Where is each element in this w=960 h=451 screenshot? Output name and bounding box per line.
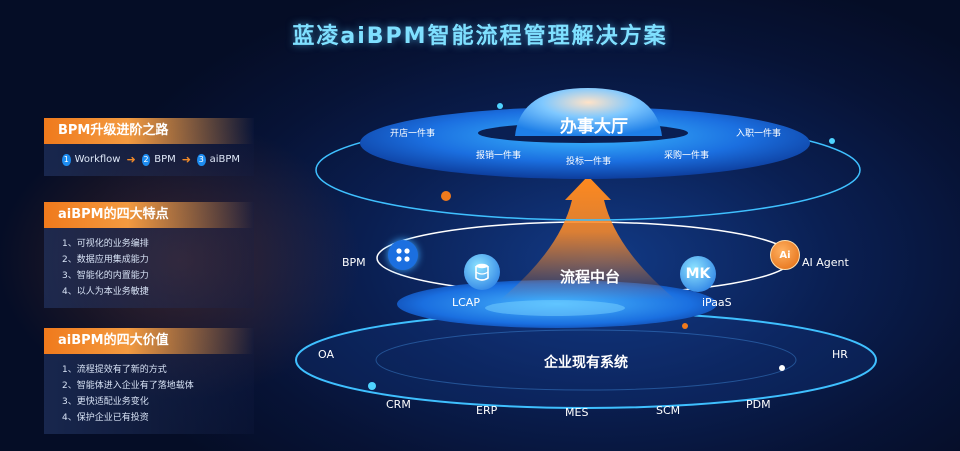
- bottom-layer-item: HR: [832, 348, 848, 361]
- bpm-label: BPM: [342, 256, 366, 269]
- feature-item: 3、智能化的内置能力: [62, 271, 149, 281]
- lcap-label: LCAP: [452, 296, 480, 309]
- dome: [515, 88, 662, 136]
- middle-layer-center-label: 流程中台: [560, 268, 621, 286]
- panel-features-heading: aiBPM的四大特点: [44, 202, 254, 228]
- bpm-icon: [388, 240, 418, 270]
- top-layer-item: 投标一件事: [566, 157, 612, 167]
- top-layer-item: 报销一件事: [476, 151, 522, 161]
- node-dot: [368, 382, 376, 390]
- feature-item: 1、可视化的业务编排: [62, 239, 149, 249]
- bottom-layer-center-label: 企业现有系统: [544, 355, 628, 371]
- node-dot: [497, 103, 503, 109]
- value-item: 1、流程提效有了新的方式: [62, 365, 167, 375]
- top-layer-item: 采购一件事: [664, 151, 710, 161]
- top-layer-item: 开店一件事: [390, 129, 436, 139]
- ai-agent-icon: Ai: [770, 240, 800, 270]
- panel-features: aiBPM的四大特点 1、可视化的业务编排 2、数据应用集成能力 3、智能化的内…: [44, 202, 254, 308]
- node-dot: [441, 191, 451, 201]
- panel-upgrade-path: BPM升级进阶之路 1 Workflow ➜ 2 BPM ➜ 3 aiBPM: [44, 118, 254, 176]
- arrow-right-icon: ➜: [126, 153, 136, 166]
- bottom-ring-inner: [375, 329, 797, 391]
- step-number: 3: [197, 154, 206, 166]
- step-label: BPM: [154, 154, 176, 165]
- top-disc: [360, 107, 810, 179]
- feature-item: 2、数据应用集成能力: [62, 255, 149, 265]
- top-layer-center-label: 办事大厅: [560, 117, 628, 137]
- upgrade-path-steps: 1 Workflow ➜ 2 BPM ➜ 3 aiBPM: [62, 152, 240, 168]
- bottom-layer-item: CRM: [386, 398, 411, 411]
- value-item: 3、更快适配业务变化: [62, 397, 149, 407]
- step-label: Workflow: [74, 154, 121, 165]
- feature-item: 4、以人为本业务敏捷: [62, 287, 149, 297]
- panel-upgrade-path-heading: BPM升级进阶之路: [44, 118, 254, 144]
- node-dot: [829, 138, 835, 144]
- ai-agent-label: AI Agent: [802, 256, 849, 269]
- arrow-right-icon: ➜: [181, 153, 192, 166]
- node-dot: [779, 365, 785, 371]
- step-number: 2: [141, 154, 151, 166]
- bottom-layer-item: PDM: [746, 398, 771, 411]
- bottom-layer-item: OA: [318, 348, 334, 361]
- node-dot: [682, 323, 688, 329]
- mk-badge-icon: MK: [680, 256, 716, 292]
- panel-values-heading: aiBPM的四大价值: [44, 328, 254, 354]
- bottom-layer-item: ERP: [476, 404, 498, 417]
- upward-arrow: [500, 176, 676, 300]
- database-icon: [464, 254, 500, 290]
- step-label: aiBPM: [209, 154, 241, 165]
- page-title: 蓝凌aiBPM智能流程管理解决方案: [292, 24, 668, 49]
- bottom-layer-item: SCM: [656, 404, 681, 417]
- value-item: 4、保护企业已有投资: [62, 413, 149, 423]
- panel-values: aiBPM的四大价值 1、流程提效有了新的方式 2、智能体进入企业有了落地载体 …: [44, 328, 254, 434]
- bottom-layer-item: MES: [565, 406, 589, 419]
- value-item: 2、智能体进入企业有了落地载体: [62, 381, 194, 391]
- ipaas-label: iPaaS: [702, 296, 732, 309]
- middle-disc-highlight: [485, 300, 625, 316]
- step-number: 1: [62, 154, 71, 166]
- top-layer-item: 入职一件事: [736, 129, 782, 139]
